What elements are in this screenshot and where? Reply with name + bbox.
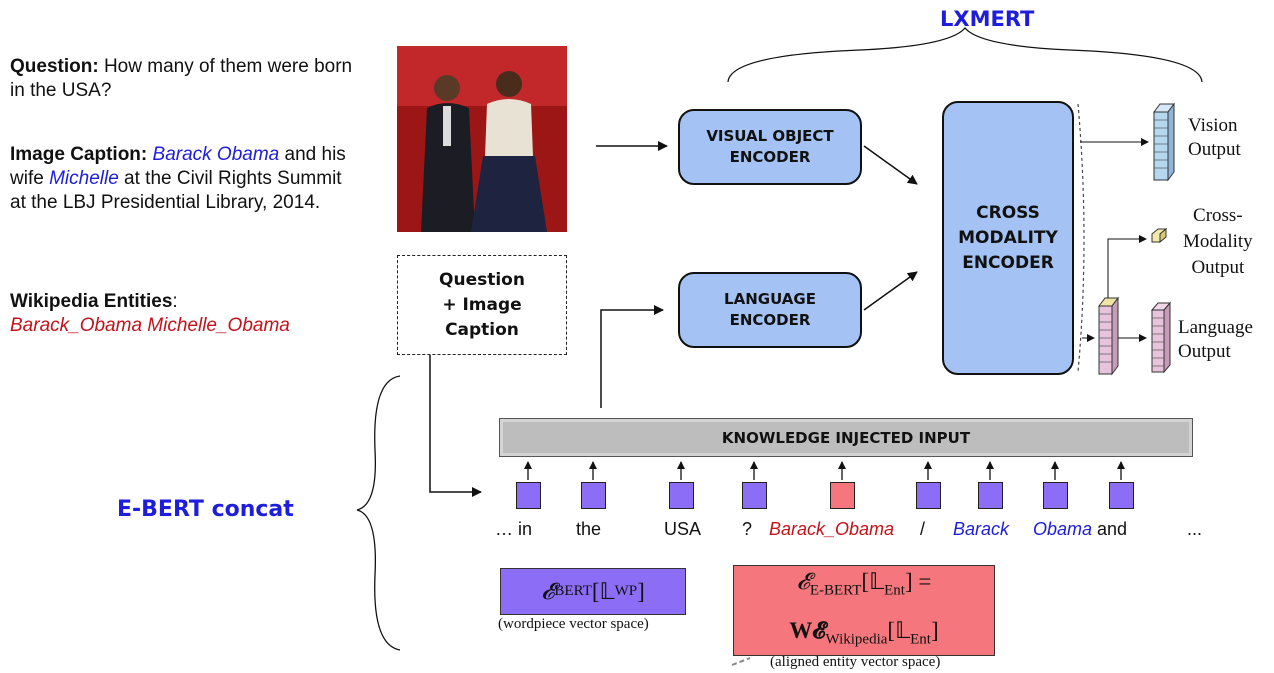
wiki-label: Wikipedia Entities	[10, 291, 173, 312]
bert-close: ]	[637, 578, 645, 604]
entity-token-square	[830, 482, 855, 509]
token-barack: Barack	[953, 519, 1010, 539]
token-obama: Obama	[1033, 519, 1093, 539]
voe-line1: VISUAL OBJECT	[706, 127, 834, 145]
cross-output-line3: Output	[1191, 257, 1245, 278]
caption-block: Image Caption: Barack Obama and his wife…	[10, 143, 355, 215]
vision-output-vector	[1080, 102, 1175, 182]
vision-output-line1: Vision	[1188, 115, 1238, 136]
ebert-script-e: 𝓔	[796, 568, 810, 594]
voe-line2: ENCODER	[729, 148, 811, 166]
token-square	[669, 482, 694, 509]
token-and: and	[1097, 519, 1128, 539]
cme-line3: ENCODER	[962, 252, 1054, 273]
token-entity-barack-obama: Barack_Obama	[769, 519, 895, 539]
bert-script-e: 𝓔	[541, 578, 555, 604]
token-square	[516, 482, 541, 509]
bert-caption-text: wordpiece vector space	[503, 616, 644, 632]
language-output-line2: Output	[1178, 341, 1231, 362]
language-encoder: LANGUAGE ENCODER	[678, 272, 862, 348]
lxmert-label: LXMERT	[940, 7, 1035, 31]
cross-modality-encoder: CROSS MODALITY ENCODER	[942, 101, 1074, 375]
ebert-arg-sub: Ent	[884, 582, 905, 599]
wiki-entities: Barack_Obama Michelle_Obama	[10, 315, 290, 336]
ebert-arg2-sub: Ent	[910, 631, 931, 648]
cross-output-label: Cross- Modality Output	[1183, 203, 1253, 281]
bert-arg: [𝕃	[591, 578, 615, 604]
ebert-label: E-BERT concat	[117, 497, 294, 522]
caption-mid: and his wife	[10, 144, 346, 189]
ebert-formula-line1: 𝓔E-BERT[𝕃Ent] =	[797, 562, 932, 611]
ebert-arg2: [𝕃	[887, 617, 911, 643]
caption-entity-barack: Barack Obama	[152, 144, 280, 165]
token-slash: /	[920, 519, 926, 539]
cme-line1: CROSS	[976, 202, 1040, 223]
question-label: Question:	[10, 56, 99, 77]
question-block: Question: How many of them were born in …	[10, 55, 355, 103]
ebert-brace	[356, 375, 401, 651]
caption-entity-michelle: Michelle	[49, 168, 119, 189]
caption-rest: at the Civil Rights Summit at the LBJ Pr…	[10, 168, 342, 213]
cross-output-line1: Cross-	[1193, 205, 1243, 226]
wiki-colon: :	[172, 291, 178, 312]
photo	[397, 46, 567, 232]
le-line1: LANGUAGE	[724, 290, 816, 308]
question-text: How many of them were born in the USA?	[10, 56, 353, 101]
token-square	[1109, 482, 1134, 509]
ebert-eq: ] =	[904, 568, 932, 594]
ebert-wsub: Wikipedia	[825, 631, 888, 648]
question-caption-box: Question + Image Caption	[397, 255, 567, 355]
language-output-line1: Language	[1178, 317, 1253, 338]
language-output-vector	[1082, 227, 1172, 376]
bert-sub: BERT	[554, 583, 592, 599]
qc-line3: Caption	[445, 319, 519, 340]
token-usa: USA	[664, 519, 702, 539]
ebert-formula-line2: W𝓔Wikipedia[𝕃Ent]	[789, 611, 938, 660]
le-line2: ENCODER	[729, 311, 811, 329]
ebert-caption: (aligned entity vector space)	[770, 654, 941, 670]
knowledge-input-label: KNOWLEDGE INJECTED INPUT	[721, 428, 971, 447]
token-question-mark: ?	[742, 519, 753, 539]
token-square	[978, 482, 1003, 509]
knowledge-injected-input: KNOWLEDGE INJECTED INPUT	[499, 418, 1193, 457]
ebert-w: W𝓔	[789, 617, 826, 643]
ebert-formula-box: 𝓔E-BERT[𝕃Ent] = W𝓔Wikipedia[𝕃Ent]	[733, 565, 995, 656]
cross-output-line2: Modality	[1183, 231, 1253, 252]
token-the: the	[576, 519, 602, 539]
photo-illustration	[397, 46, 567, 232]
vision-output-line2: Output	[1188, 139, 1241, 160]
wiki-block: Wikipedia Entities: Barack_Obama Michell…	[10, 290, 370, 338]
ebert-close: ]	[930, 617, 939, 643]
token-square	[581, 482, 606, 509]
token-square	[1043, 482, 1068, 509]
ebert-sub: E-BERT	[809, 582, 862, 599]
token-in: … in	[495, 519, 533, 539]
qc-line2: + Image	[442, 294, 522, 315]
bert-arg-sub: WP	[614, 583, 638, 599]
caption-label: Image Caption:	[10, 144, 148, 165]
vision-output-label: Vision Output	[1188, 114, 1241, 162]
ebert-arg: [𝕃	[861, 568, 885, 594]
token-square	[742, 482, 767, 509]
bert-caption: (wordpiece vector space)	[498, 616, 649, 632]
token-square	[916, 482, 941, 509]
cme-line2: MODALITY	[958, 227, 1058, 248]
language-output-label: Language Output	[1178, 316, 1253, 364]
token-ellipsis: ...	[1187, 519, 1203, 539]
visual-object-encoder: VISUAL OBJECT ENCODER	[678, 109, 862, 185]
qc-line1: Question	[439, 269, 525, 290]
lxmert-brace	[727, 26, 1203, 83]
